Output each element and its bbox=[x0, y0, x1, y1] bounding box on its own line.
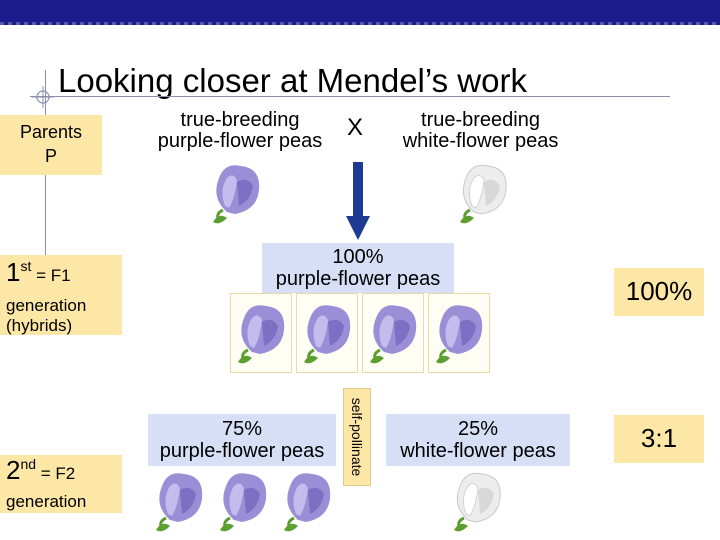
parents-label-line1: Parents bbox=[19, 122, 83, 142]
self-pollinate-text: self-pollinate bbox=[349, 397, 365, 477]
vertical-rule bbox=[45, 70, 46, 300]
white-pea-flower-icon bbox=[460, 164, 507, 224]
purple-parent-line1: true-breeding bbox=[180, 109, 300, 131]
f1-eq: = F1 bbox=[31, 266, 71, 285]
f2-ratio: 3:1 bbox=[614, 415, 704, 463]
purple-parent-text: true-breeding purple-flower peas bbox=[140, 110, 340, 152]
white-parent-line1: true-breeding bbox=[421, 109, 540, 131]
f1-hybrids: (hybrids) bbox=[6, 316, 73, 335]
cross-symbol: X bbox=[347, 114, 364, 141]
f2-purple-percent: 75% bbox=[221, 418, 263, 440]
f2-white-box: 25% white-flower peas bbox=[386, 414, 570, 466]
f2-ordinal: 2 bbox=[6, 455, 21, 485]
f1-label: 1st = F1 generation (hybrids) bbox=[0, 255, 122, 335]
f1-label-title: 1st = F1 bbox=[6, 257, 122, 288]
f1-description: purple-flower peas bbox=[275, 268, 441, 290]
title-rule bbox=[30, 96, 670, 97]
parents-label-line2: P bbox=[44, 146, 57, 166]
purple-pea-flower-icon bbox=[304, 305, 351, 364]
white-parent-line2: white-flower peas bbox=[402, 130, 559, 152]
white-pea-flower-icon bbox=[454, 472, 501, 532]
f2-sup: nd bbox=[20, 456, 37, 472]
purple-pea-flower-icon bbox=[370, 305, 417, 364]
f1-result-box: 100% purple-flower peas bbox=[262, 243, 454, 293]
f1-generation: generation bbox=[6, 296, 87, 315]
white-parent-text: true-breeding white-flower peas bbox=[388, 110, 573, 152]
purple-pea-flower-icon bbox=[213, 165, 260, 224]
purple-pea-flower-icon bbox=[436, 305, 483, 364]
down-arrow-icon bbox=[346, 162, 370, 240]
f1-percent: 100% bbox=[332, 246, 384, 268]
purple-parent-line2: purple-flower peas bbox=[157, 130, 323, 152]
f2-eq: = F2 bbox=[36, 464, 76, 483]
header-bar bbox=[0, 0, 720, 24]
f2-white-percent: 25% bbox=[457, 418, 499, 440]
purple-pea-flower-icon bbox=[220, 473, 267, 532]
f1-ordinal: 1 bbox=[6, 257, 21, 287]
f1-sup: st bbox=[20, 258, 32, 274]
purple-pea-flower-icon bbox=[284, 473, 331, 532]
purple-pea-flower-icon bbox=[238, 305, 285, 364]
f1-ratio: 100% bbox=[614, 268, 704, 316]
header-stripes bbox=[0, 22, 720, 25]
self-pollinate-label: self-pollinate bbox=[343, 388, 371, 486]
f2-purple-box: 75% purple-flower peas bbox=[148, 414, 336, 466]
parents-label: Parents P bbox=[0, 115, 102, 175]
slide-title: Looking closer at Mendel’s work bbox=[58, 62, 527, 99]
purple-pea-flower-icon bbox=[156, 473, 203, 532]
crosshair-icon bbox=[32, 86, 54, 108]
f2-purple-description: purple-flower peas bbox=[159, 440, 325, 462]
f2-label-title: 2nd = F2 bbox=[6, 455, 122, 486]
f2-label: 2nd = F2 generation bbox=[0, 455, 122, 513]
f2-generation: generation bbox=[6, 492, 87, 511]
f2-white-description: white-flower peas bbox=[400, 440, 556, 462]
